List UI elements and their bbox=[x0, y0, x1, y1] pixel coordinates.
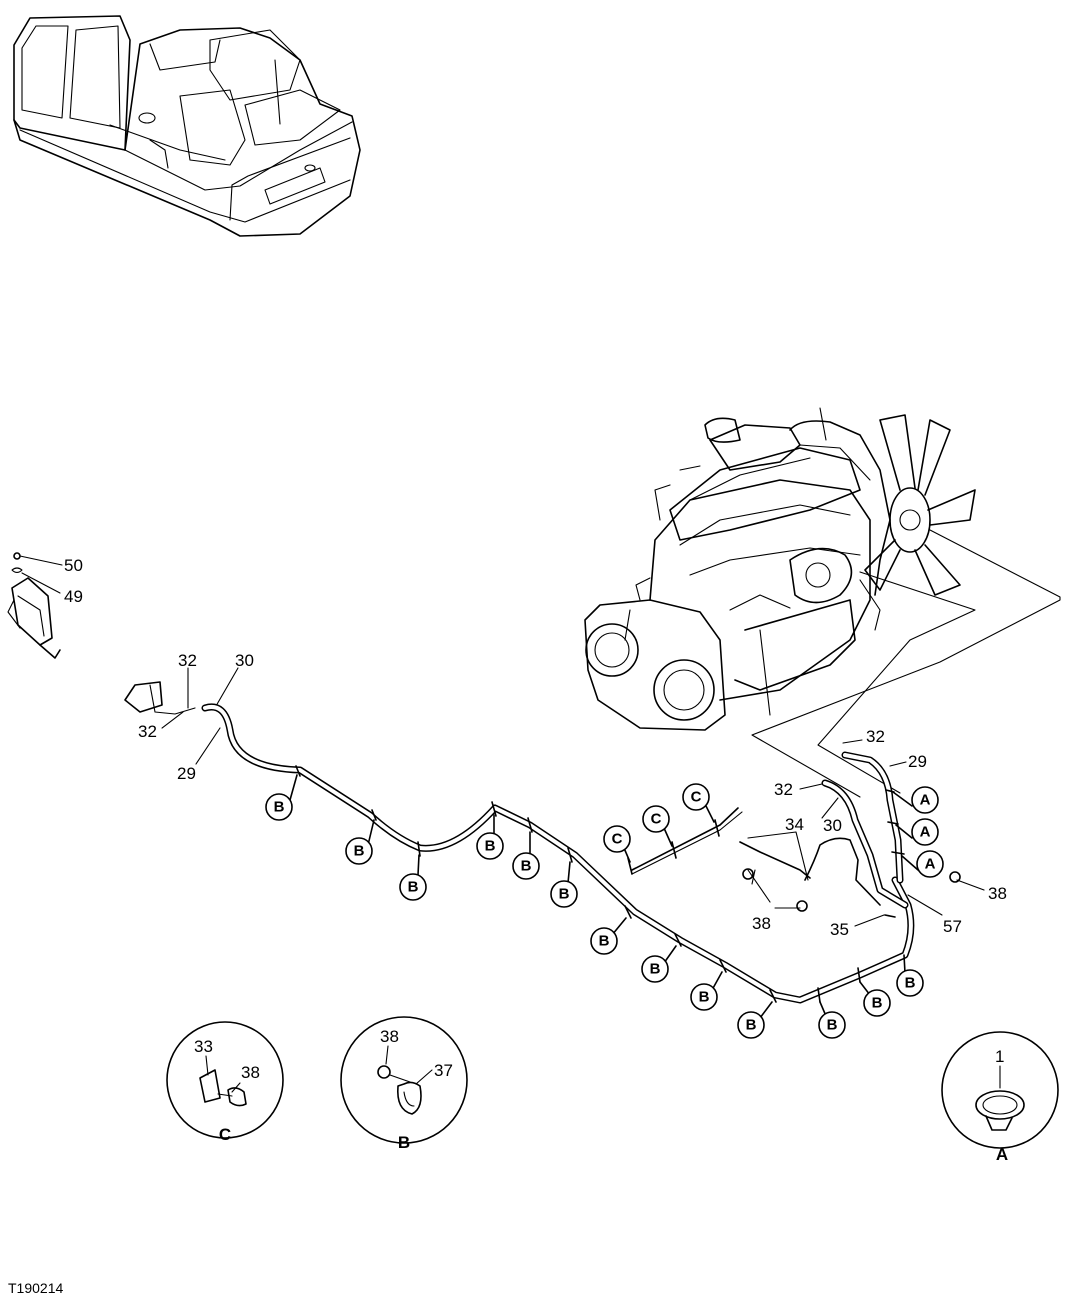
svg-text:B: B bbox=[905, 975, 916, 992]
svg-text:A: A bbox=[920, 824, 931, 841]
hose-left-route bbox=[124, 681, 915, 1004]
figure-id: T190214 bbox=[8, 1280, 64, 1296]
svg-text:B: B bbox=[599, 933, 610, 950]
clip-tag-b: B bbox=[265, 774, 298, 821]
svg-text:B: B bbox=[354, 843, 365, 860]
clip-tag-b: B bbox=[641, 945, 677, 983]
svg-text:B: B bbox=[521, 858, 532, 875]
part-label: 30 bbox=[823, 816, 842, 835]
part-label: 33 bbox=[194, 1037, 213, 1056]
part-label: 49 bbox=[64, 587, 83, 606]
fan bbox=[864, 414, 976, 596]
clip-tag-a: A bbox=[895, 818, 939, 846]
clip-tag-c: C bbox=[682, 783, 715, 823]
clip-tag-b: B bbox=[859, 981, 891, 1017]
part-label: 29 bbox=[908, 752, 927, 771]
part-label: 1 bbox=[995, 1047, 1004, 1066]
part-label: 50 bbox=[64, 556, 83, 575]
part-label: 32 bbox=[774, 780, 793, 799]
detail-b: 38 37 B bbox=[340, 1016, 468, 1152]
svg-text:B: B bbox=[650, 961, 661, 978]
clip-tag-c: C bbox=[603, 825, 631, 863]
part-label: 32 bbox=[178, 651, 197, 670]
clip-tag-b: B bbox=[512, 831, 540, 880]
clip-tag-b: B bbox=[550, 861, 578, 908]
svg-text:C: C bbox=[691, 789, 702, 806]
clip-tags: B B B B B B B bbox=[265, 774, 944, 1039]
clip-tag-b: B bbox=[345, 819, 375, 865]
detail-label: C bbox=[219, 1125, 231, 1144]
svg-text:C: C bbox=[612, 831, 623, 848]
detail-label: B bbox=[398, 1133, 410, 1152]
svg-text:B: B bbox=[827, 1017, 838, 1034]
reservoir-bottle bbox=[7, 552, 61, 659]
clip-tag-a: A bbox=[901, 850, 944, 878]
part-label: 30 bbox=[235, 651, 254, 670]
part-label: 38 bbox=[241, 1063, 260, 1082]
clip-tag-a: A bbox=[892, 786, 939, 814]
svg-text:B: B bbox=[274, 799, 285, 816]
reference-lines bbox=[751, 529, 1061, 798]
svg-text:B: B bbox=[485, 838, 496, 855]
machine-overview bbox=[13, 15, 361, 237]
clip-tag-b: B bbox=[896, 954, 924, 997]
part-label: 57 bbox=[943, 917, 962, 936]
part-label: 32 bbox=[138, 722, 157, 741]
hose-right-route bbox=[821, 751, 909, 909]
clip-tag-b: B bbox=[590, 917, 627, 955]
svg-text:B: B bbox=[872, 995, 883, 1012]
part-label: 38 bbox=[380, 1027, 399, 1046]
svg-text:B: B bbox=[746, 1017, 757, 1034]
part-label: 35 bbox=[830, 920, 849, 939]
part-label: 29 bbox=[177, 764, 196, 783]
clip-tag-b: B bbox=[399, 854, 427, 901]
clip-tag-b: B bbox=[818, 1001, 846, 1039]
svg-text:A: A bbox=[920, 792, 931, 809]
part-label: 34 bbox=[785, 815, 804, 834]
line-34-harness bbox=[739, 837, 961, 918]
detail-label: A bbox=[996, 1145, 1008, 1164]
part-label: 37 bbox=[434, 1061, 453, 1080]
leader-lines bbox=[19, 555, 985, 927]
svg-text:B: B bbox=[559, 886, 570, 903]
svg-text:C: C bbox=[651, 811, 662, 828]
part-label: 38 bbox=[988, 884, 1007, 903]
engine-assembly bbox=[584, 407, 976, 731]
clip-tag-c: C bbox=[642, 805, 673, 847]
clip-tag-b: B bbox=[690, 971, 723, 1011]
svg-text:B: B bbox=[699, 989, 710, 1006]
detail-a: 1 A bbox=[941, 1031, 1059, 1164]
svg-text:B: B bbox=[408, 879, 419, 896]
detail-c: 33 38 C bbox=[166, 1021, 284, 1144]
part-labels: 50 49 32 30 32 29 32 29 32 30 34 38 38 3… bbox=[64, 556, 1007, 939]
svg-text:A: A bbox=[925, 856, 936, 873]
clip-tag-b: B bbox=[476, 814, 504, 860]
hose-clamps bbox=[295, 765, 905, 1003]
part-label: 32 bbox=[866, 727, 885, 746]
clip-tag-b: B bbox=[737, 1001, 773, 1039]
part-label: 38 bbox=[752, 914, 771, 933]
